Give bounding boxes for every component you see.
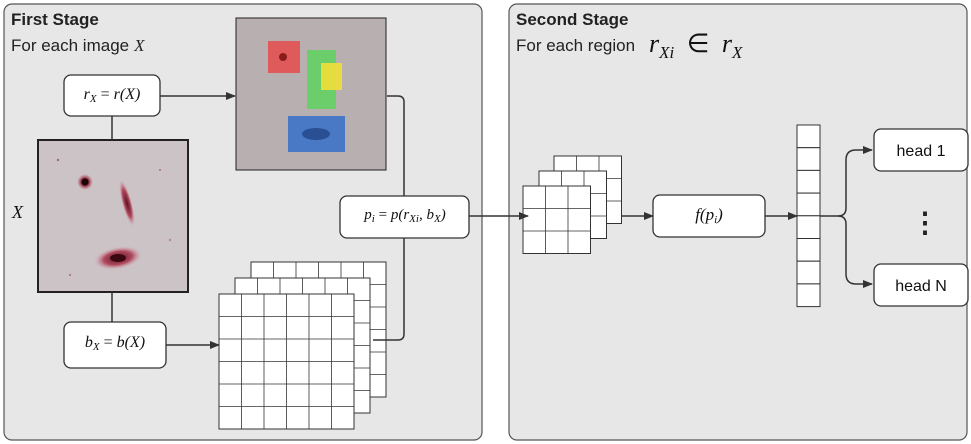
box-fn-label: bX = b(X) <box>84 334 146 353</box>
vector-cell <box>796 238 821 262</box>
vector-cell <box>796 147 821 171</box>
second-stage-title: Second Stage <box>516 10 628 29</box>
head-1-label: head 1 <box>897 143 946 160</box>
feature-vector <box>796 124 821 308</box>
first-stage-title: First Stage <box>11 10 99 29</box>
grid-layer-front <box>218 293 355 430</box>
connectors <box>111 92 873 349</box>
small-grid-front <box>522 185 591 254</box>
vector-cell <box>796 169 821 194</box>
vector-cell <box>796 260 821 285</box>
feature-fn-label: f(pi) <box>695 205 723 226</box>
box-feature-stack <box>218 261 387 430</box>
region-yellow <box>321 63 342 90</box>
vector-cell <box>796 192 821 217</box>
head-n-box <box>873 263 969 307</box>
vector-cell <box>796 215 821 240</box>
image-label: X <box>11 202 24 222</box>
head-1-box <box>873 128 969 172</box>
region-fn-label: rX = r(X) <box>83 86 141 105</box>
input-image <box>37 139 189 293</box>
second-stage-subtitle: For each region <box>516 36 635 55</box>
region-fn-box <box>63 74 161 117</box>
second-stage-subtitle-math: rXi ∈ rX <box>649 29 743 62</box>
feature-fn-box <box>652 194 766 238</box>
pooled-feature-stack <box>522 155 622 254</box>
head-n-label: head N <box>895 278 947 295</box>
region-proposals-image <box>235 17 387 171</box>
box-fn-box <box>63 321 167 369</box>
heads-ellipsis: ⋮ <box>911 207 939 238</box>
vector-cell <box>796 283 821 308</box>
vector-cell <box>796 124 821 149</box>
pool-fn-label: pi = p(rXi, bX) <box>364 207 446 225</box>
pool-fn-box <box>339 195 470 239</box>
